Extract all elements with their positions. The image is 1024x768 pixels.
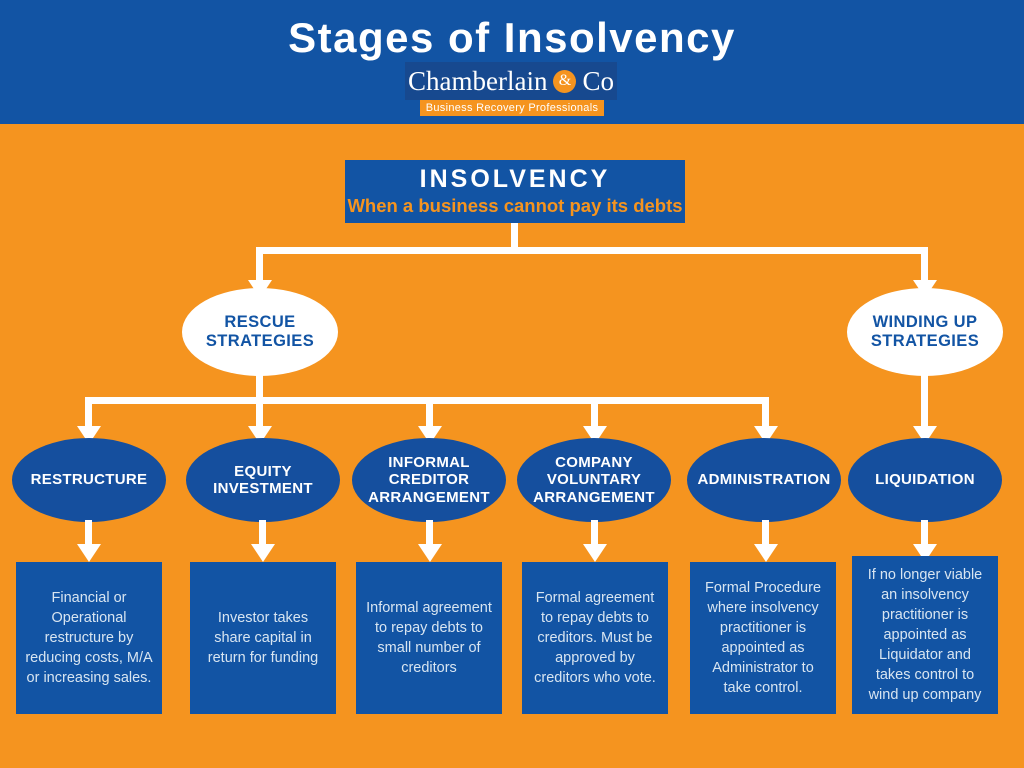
description-equity-investment: Investor takes share capital in return f… xyxy=(190,562,336,714)
arrow-to-desc5-icon xyxy=(754,544,778,562)
header-banner: Stages of Insolvency Chamberlain & Co Bu… xyxy=(0,0,1024,124)
node-informal-creditor-arrangement: INFORMAL CREDITOR ARRANGEMENT xyxy=(352,438,506,522)
branch-windingup-label: WINDING UP STRATEGIES xyxy=(870,312,980,350)
branch-windingup-strategies: WINDING UP STRATEGIES xyxy=(847,288,1003,376)
logo-tagline: Business Recovery Professionals xyxy=(425,102,599,114)
branch-rescue-strategies: RESCUE STRATEGIES xyxy=(182,288,338,376)
connector-desc2-drop xyxy=(259,520,266,546)
description-administration-text: Formal Procedure where insolvency practi… xyxy=(704,580,822,696)
connector-desc3-drop xyxy=(426,520,433,546)
description-liquidation-text: If no longer viable an insolvency practi… xyxy=(867,567,983,703)
node-liquidation-label: LIQUIDATION xyxy=(875,471,975,489)
branch-rescue-label: RESCUE STRATEGIES xyxy=(205,312,315,350)
node-company-voluntary-arrangement: COMPANY VOLUNTARY ARRANGEMENT xyxy=(517,438,671,522)
logo-name-right: Co xyxy=(582,65,614,96)
node-restructure-label: RESTRUCTURE xyxy=(30,471,148,489)
node-liquidation: LIQUIDATION xyxy=(848,438,1002,522)
connector-tier1-horizontal xyxy=(256,247,928,254)
connector-windingup-stem xyxy=(921,374,928,429)
description-cva-text: Formal agreement to repay debts to credi… xyxy=(534,590,656,686)
insolvency-subtitle: When a business cannot pay its debts xyxy=(347,195,683,217)
logo-ampersand-badge: & xyxy=(553,69,577,93)
node-administration-label: ADMINISTRATION xyxy=(697,471,831,489)
chamberlain-logo: Chamberlain & Co xyxy=(405,62,617,100)
connector-rescue-stem xyxy=(256,374,263,400)
logo-tagline-bar: Business Recovery Professionals xyxy=(420,100,604,116)
connector-root-stem xyxy=(511,223,518,250)
connector-windingup-drop xyxy=(921,247,928,282)
arrow-to-desc4-icon xyxy=(583,544,607,562)
node-informal-label: INFORMAL CREDITOR ARRANGEMENT xyxy=(368,454,490,506)
description-liquidation: If no longer viable an insolvency practi… xyxy=(852,556,998,714)
node-administration: ADMINISTRATION xyxy=(687,438,841,522)
page-title: Stages of Insolvency xyxy=(288,14,736,61)
connector-desc4-drop xyxy=(591,520,598,546)
insolvency-node: INSOLVENCY When a business cannot pay it… xyxy=(345,160,685,223)
arrow-to-desc3-icon xyxy=(418,544,442,562)
node-equity-label: EQUITY INVESTMENT xyxy=(213,462,313,497)
node-equity-investment: EQUITY INVESTMENT xyxy=(186,438,340,522)
description-restructure: Financial or Operational restructure by … xyxy=(16,562,162,714)
arrow-to-desc2-icon xyxy=(251,544,275,562)
connector-desc5-drop xyxy=(762,520,769,546)
arrow-to-desc1-icon xyxy=(77,544,101,562)
connector-desc1-drop xyxy=(85,520,92,546)
description-restructure-text: Financial or Operational restructure by … xyxy=(25,590,153,686)
description-equity-text: Investor takes share capital in return f… xyxy=(207,610,319,666)
description-administration: Formal Procedure where insolvency practi… xyxy=(690,562,836,714)
connector-col2-drop xyxy=(256,397,263,429)
node-restructure: RESTRUCTURE xyxy=(12,438,166,522)
connector-desc6-drop xyxy=(921,520,928,546)
connector-col4-drop xyxy=(591,397,598,429)
connector-col3-drop xyxy=(426,397,433,429)
insolvency-title: INSOLVENCY xyxy=(419,164,611,193)
connector-col5-drop xyxy=(762,397,769,429)
connector-rescue-drop xyxy=(256,247,263,282)
description-cva: Formal agreement to repay debts to credi… xyxy=(522,562,668,714)
logo-name-left: Chamberlain xyxy=(408,65,548,96)
node-cva-label: COMPANY VOLUNTARY ARRANGEMENT xyxy=(533,454,655,506)
connector-col1-drop xyxy=(85,397,92,429)
description-informal-creditor: Informal agreement to repay debts to sma… xyxy=(356,562,502,714)
description-informal-text: Informal agreement to repay debts to sma… xyxy=(366,600,492,676)
